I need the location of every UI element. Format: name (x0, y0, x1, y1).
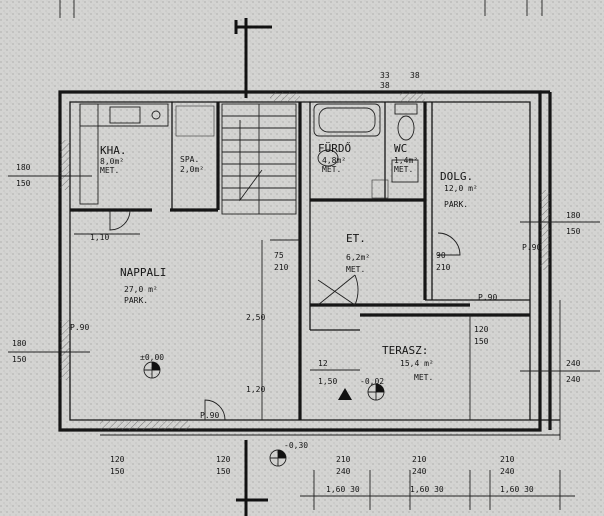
bedroom-label: DOLG. (440, 170, 473, 183)
hall-floor: MET. (346, 265, 365, 274)
section-marker-top (234, 18, 272, 98)
dim-left-bottom-lower: 150 (12, 355, 27, 364)
kitchen-counter (79, 103, 169, 205)
dim-right-bottom-lower: 240 (566, 375, 581, 384)
dim-stair-door-upper: 75 (274, 251, 284, 260)
dim-bedroom-door-upper: 90 (436, 251, 446, 260)
exterior-walls (58, 90, 561, 440)
dim-terrace-right-upper: 120 (474, 325, 489, 334)
kitchen-door-swing (109, 209, 131, 231)
dim-top-wc: 38 (410, 71, 420, 80)
terrace-label: TERASZ: (382, 344, 428, 357)
dimension-lines (8, 175, 600, 510)
dim-stair-door-lower: 210 (274, 263, 289, 272)
dim-bottom-2-upper: 120 (216, 455, 231, 464)
bathroom-floor: MET. (322, 165, 341, 174)
pantry-area: 2,0m² (180, 165, 204, 174)
dim-bedroom-door-lower: 210 (436, 263, 451, 272)
dim-terrace-step-upper: 12 (318, 359, 328, 368)
dim-left-bottom-upper: 180 (12, 339, 27, 348)
pantry-label: SPA. (180, 155, 199, 164)
kitchen-label: KHA. (100, 144, 127, 157)
level-marker-living (143, 361, 161, 379)
bedroom-door-swing (437, 232, 461, 256)
dim-right-window: P.90 (522, 243, 541, 252)
dim-terrace-right-lower: 150 (474, 337, 489, 346)
dim-entrance-level: -0,30 (284, 441, 308, 450)
dim-bottom-4-lower: 240 (412, 467, 427, 476)
wc-label: WC (394, 142, 407, 155)
top-dimension-ticks (59, 0, 543, 18)
dim-top-hall-upper: 33 (380, 71, 390, 80)
dim-kitchen-door: 1,10 (90, 233, 109, 242)
terrace-area: 15,4 m² (400, 359, 434, 368)
bedroom-area: 12,0 m² (444, 184, 478, 193)
hall-area: 6,2m² (346, 253, 370, 262)
bathtub (313, 103, 381, 137)
dim-right-bottom-upper: 240 (566, 359, 581, 368)
dim-living-level: ±0,00 (140, 353, 164, 362)
terrace-floor: MET. (414, 373, 433, 382)
dim-top-hall-lower: 38 (380, 81, 390, 90)
interior-walls (70, 102, 530, 420)
dim-bottom-span-1: 1,60 30 (326, 485, 360, 494)
wc-floor: MET. (394, 165, 413, 174)
dim-bottom-1-upper: 120 (110, 455, 125, 464)
chimney (371, 179, 389, 199)
staircase (221, 103, 297, 215)
dim-stair-height-lower: 1,20 (246, 385, 265, 394)
dim-living-window: P.90 (70, 323, 89, 332)
hall-door-swing (317, 274, 359, 306)
dim-bottom-span-2: 1,60 30 (410, 485, 444, 494)
pantry-shelf (175, 105, 215, 137)
dim-bottom-5-upper: 210 (500, 455, 515, 464)
dim-terrace-step-lower: 1,50 (318, 377, 337, 386)
section-marker-bottom (236, 440, 268, 516)
dim-bedroom-window: P.90 (478, 293, 497, 302)
dim-entrance-door: P.90 (200, 411, 219, 420)
living-room-area: 27,0 m² (124, 285, 158, 294)
living-room-label: NAPPALI (120, 266, 166, 279)
window-hatching (60, 92, 550, 430)
kitchen-floor: MET. (100, 166, 119, 175)
dim-bottom-3-upper: 210 (336, 455, 351, 464)
dim-bottom-2-lower: 150 (216, 467, 231, 476)
living-room-floor: PARK. (124, 296, 148, 305)
dim-left-top-lower: 150 (16, 179, 31, 188)
kitchen-area: 8,0m² (100, 157, 124, 166)
dim-bottom-4-upper: 210 (412, 455, 427, 464)
hall-label: ET. (346, 232, 366, 245)
terrace-entry-marker (338, 388, 352, 400)
level-marker-entrance (269, 449, 287, 467)
bathroom-area: 4,8m² (322, 156, 346, 165)
wc-toilet (394, 103, 418, 141)
bath-sink (317, 149, 339, 167)
bedroom-floor: PARK. (444, 200, 468, 209)
dim-right-top-lower: 150 (566, 227, 581, 236)
level-marker-terrace (367, 383, 385, 401)
dim-bottom-span-3: 1,60 30 (500, 485, 534, 494)
dim-terrace-level: -0,02 (360, 377, 384, 386)
dim-right-top-upper: 180 (566, 211, 581, 220)
dim-left-top-upper: 180 (16, 163, 31, 172)
wc-sink (391, 159, 419, 183)
dim-bottom-5-lower: 240 (500, 467, 515, 476)
dim-bottom-1-lower: 150 (110, 467, 125, 476)
bathroom-label: FÜRDŐ (318, 141, 351, 155)
wc-area: 1,4m² (394, 156, 418, 165)
entrance-door-swing (204, 399, 226, 421)
dim-bottom-3-lower: 240 (336, 467, 351, 476)
dim-stair-height: 2,50 (246, 313, 265, 322)
